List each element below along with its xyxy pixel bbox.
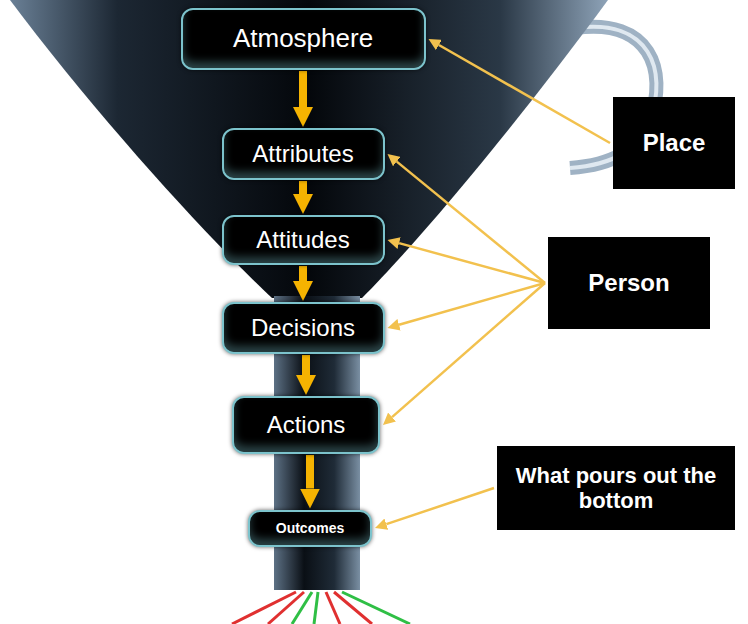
pointer-arrow [439,45,610,143]
pointer-arrow [397,162,545,283]
pointer-arrow [392,283,545,417]
node-label: Attitudes [256,226,349,254]
callout-box: Person [548,237,710,329]
funnel-stage: Actions [232,396,380,454]
outflow-line [292,592,312,624]
pointer-arrow [386,488,494,524]
outflow-line [314,592,318,624]
flow-arrow [306,455,314,489]
node-label: Decisions [251,314,355,342]
node-label: Actions [267,411,346,439]
node-label: Person [588,269,669,297]
node-label: Place [643,129,706,157]
node-label: Attributes [252,140,353,168]
funnel-stage: Decisions [222,302,385,354]
node-label: Atmosphere [233,24,373,54]
outflow-lines [232,592,410,624]
pointer-arrow [399,243,545,283]
flow-arrow [302,355,310,375]
callout-box: What pours out the bottom [497,446,735,530]
outflow-line [268,592,304,624]
flow-arrow [299,266,307,281]
funnel-stage: Attitudes [222,215,385,265]
funnel-outcome: Outcomes [248,510,372,547]
node-label: Outcomes [276,520,344,536]
node-label: What pours out the bottom [507,463,725,514]
funnel-stage: Atmosphere [181,8,426,70]
outflow-line [342,592,410,624]
callout-box: Place [613,97,735,189]
funnel-cone [10,0,608,298]
funnel-stage: Attributes [222,128,385,180]
flow-arrow [299,71,307,107]
flow-arrow [299,181,307,194]
